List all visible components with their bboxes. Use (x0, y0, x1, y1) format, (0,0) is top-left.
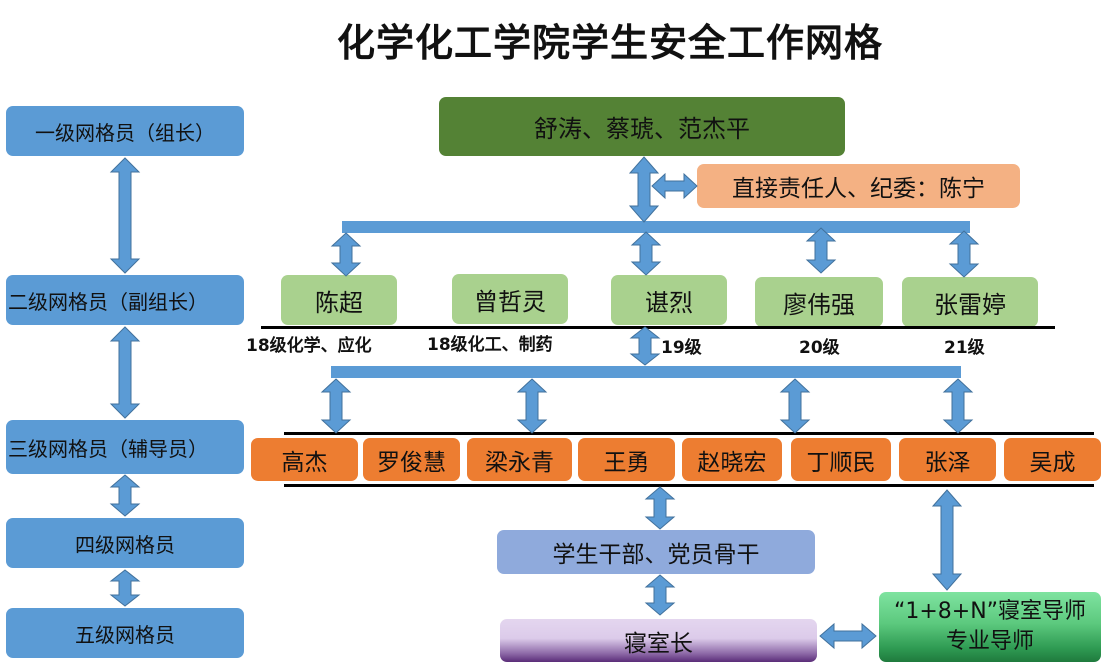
divider-line (261, 326, 1055, 329)
vice-leader-arrow-icon (630, 231, 662, 276)
counselor-box: 吴成 (1004, 438, 1101, 481)
level-3-4-arrow-icon (109, 474, 141, 517)
level-3-connector-bar (331, 366, 961, 378)
dorm-arrow-icon (644, 574, 676, 616)
counselor-box: 丁顺民 (791, 438, 891, 481)
level-1-2-arrow-icon (109, 157, 141, 274)
mentors-box: “1+8+N”寝室导师 专业导师 (879, 592, 1101, 662)
level-2-box: 二级网格员（副组长） (6, 275, 244, 325)
vice-leader-box: 陈超 (281, 275, 397, 325)
vice-leader-box: 张雷婷 (902, 277, 1038, 327)
counselor-arrow-icon (779, 378, 811, 434)
grade-label: 18级化学、应化 (246, 336, 372, 356)
leaders-box: 舒涛、蔡琥、范杰平 (439, 97, 845, 156)
responsible-person-box: 直接责任人、纪委：陈宁 (697, 164, 1020, 208)
divider-line (284, 484, 1094, 487)
level-3-box: 三级网格员（辅导员） (6, 420, 244, 474)
counselor-arrow-icon (320, 378, 352, 434)
counselor-arrow-icon (516, 378, 548, 434)
divider-line (284, 432, 1094, 435)
vice-leader-arrow-icon (948, 230, 980, 278)
level-3-link-arrow-icon (629, 326, 661, 366)
counselor-box: 赵晓宏 (682, 438, 782, 481)
grade-label: 21级 (944, 338, 985, 358)
counselor-arrow-icon (942, 378, 974, 434)
level-2-connector-bar (342, 221, 970, 233)
counselor-box: 罗俊慧 (363, 438, 460, 481)
counselor-box: 张泽 (899, 438, 996, 481)
page-title: 化学化工学院学生安全工作网格 (336, 21, 883, 65)
grade-label: 18级化工、制药 (427, 335, 553, 355)
level-4-box: 四级网格员 (6, 518, 244, 568)
level-2-3-arrow-icon (109, 326, 141, 419)
mentors-line-2: 专业导师 (945, 629, 1034, 654)
cadre-arrow-icon (644, 486, 676, 530)
grade-label: 19级 (661, 338, 702, 358)
vice-leader-arrow-icon (805, 227, 837, 274)
level-1-box: 一级网格员（组长） (6, 106, 244, 156)
vice-leader-arrow-icon (330, 232, 362, 277)
student-cadres-box: 学生干部、党员骨干 (497, 530, 815, 574)
level-5-box: 五级网格员 (6, 608, 244, 658)
grade-label: 20级 (799, 338, 840, 358)
counselor-box: 王勇 (578, 438, 675, 481)
dorm-leader-box: 寝室长 (500, 619, 817, 662)
counselor-box: 高杰 (251, 438, 358, 481)
vice-leader-box: 廖伟强 (755, 277, 883, 327)
vice-leader-box: 曾哲灵 (452, 274, 568, 324)
leaders-down-arrow-icon (628, 156, 660, 223)
mentors-line-1: “1+8+N”寝室导师 (893, 599, 1087, 624)
responsible-link-arrow-icon (651, 172, 698, 200)
mentor-arrow-icon (931, 489, 963, 591)
vice-leader-box: 谌烈 (611, 275, 727, 325)
counselor-box: 梁永青 (467, 438, 572, 481)
dorm-mentor-arrow-icon (819, 622, 877, 650)
level-4-5-arrow-icon (109, 569, 141, 607)
